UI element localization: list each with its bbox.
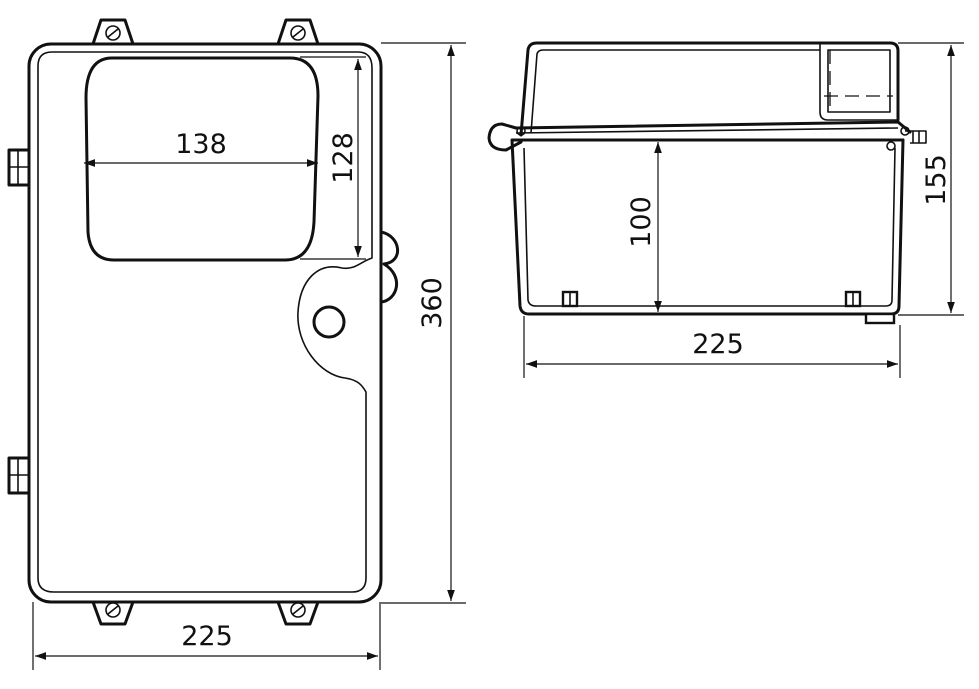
base-outline — [510, 138, 905, 316]
lid-outline — [519, 41, 900, 137]
latch-right — [905, 130, 927, 144]
base-clip-left — [561, 290, 579, 308]
cover-inner-outline — [37, 51, 373, 593]
meter-viewing-window — [84, 56, 320, 262]
dim-window-width: 138 — [175, 129, 227, 160]
latch-bump — [379, 230, 400, 304]
mounting-ear-top-right — [276, 18, 320, 46]
mounting-ear-bottom-left — [91, 600, 135, 626]
base-clip-right — [844, 290, 862, 308]
front-view: 138 128 360 225 — [7, 18, 466, 670]
seal-lock-hole — [312, 305, 346, 339]
hinge-tab-upper — [7, 148, 31, 187]
dim-overall-width-side: 225 — [692, 329, 744, 360]
lid-rim — [514, 120, 912, 134]
hinge-tab-lower — [7, 456, 31, 495]
dim-overall-width-front: 225 — [181, 621, 233, 652]
dim-inner-depth: 100 — [626, 196, 657, 248]
mounting-ear-top-left — [91, 18, 135, 46]
side-view: 100 155 225 — [487, 41, 964, 378]
enclosure-outer-outline — [27, 42, 383, 604]
meter-housing — [819, 43, 898, 121]
dim-window-height: 128 — [328, 132, 359, 184]
base-foot — [864, 312, 896, 325]
hinge-left — [487, 122, 523, 152]
dim-overall-height-side: 155 — [921, 154, 952, 206]
mounting-ear-bottom-right — [276, 600, 320, 626]
dim-overall-height-front: 360 — [417, 277, 448, 329]
